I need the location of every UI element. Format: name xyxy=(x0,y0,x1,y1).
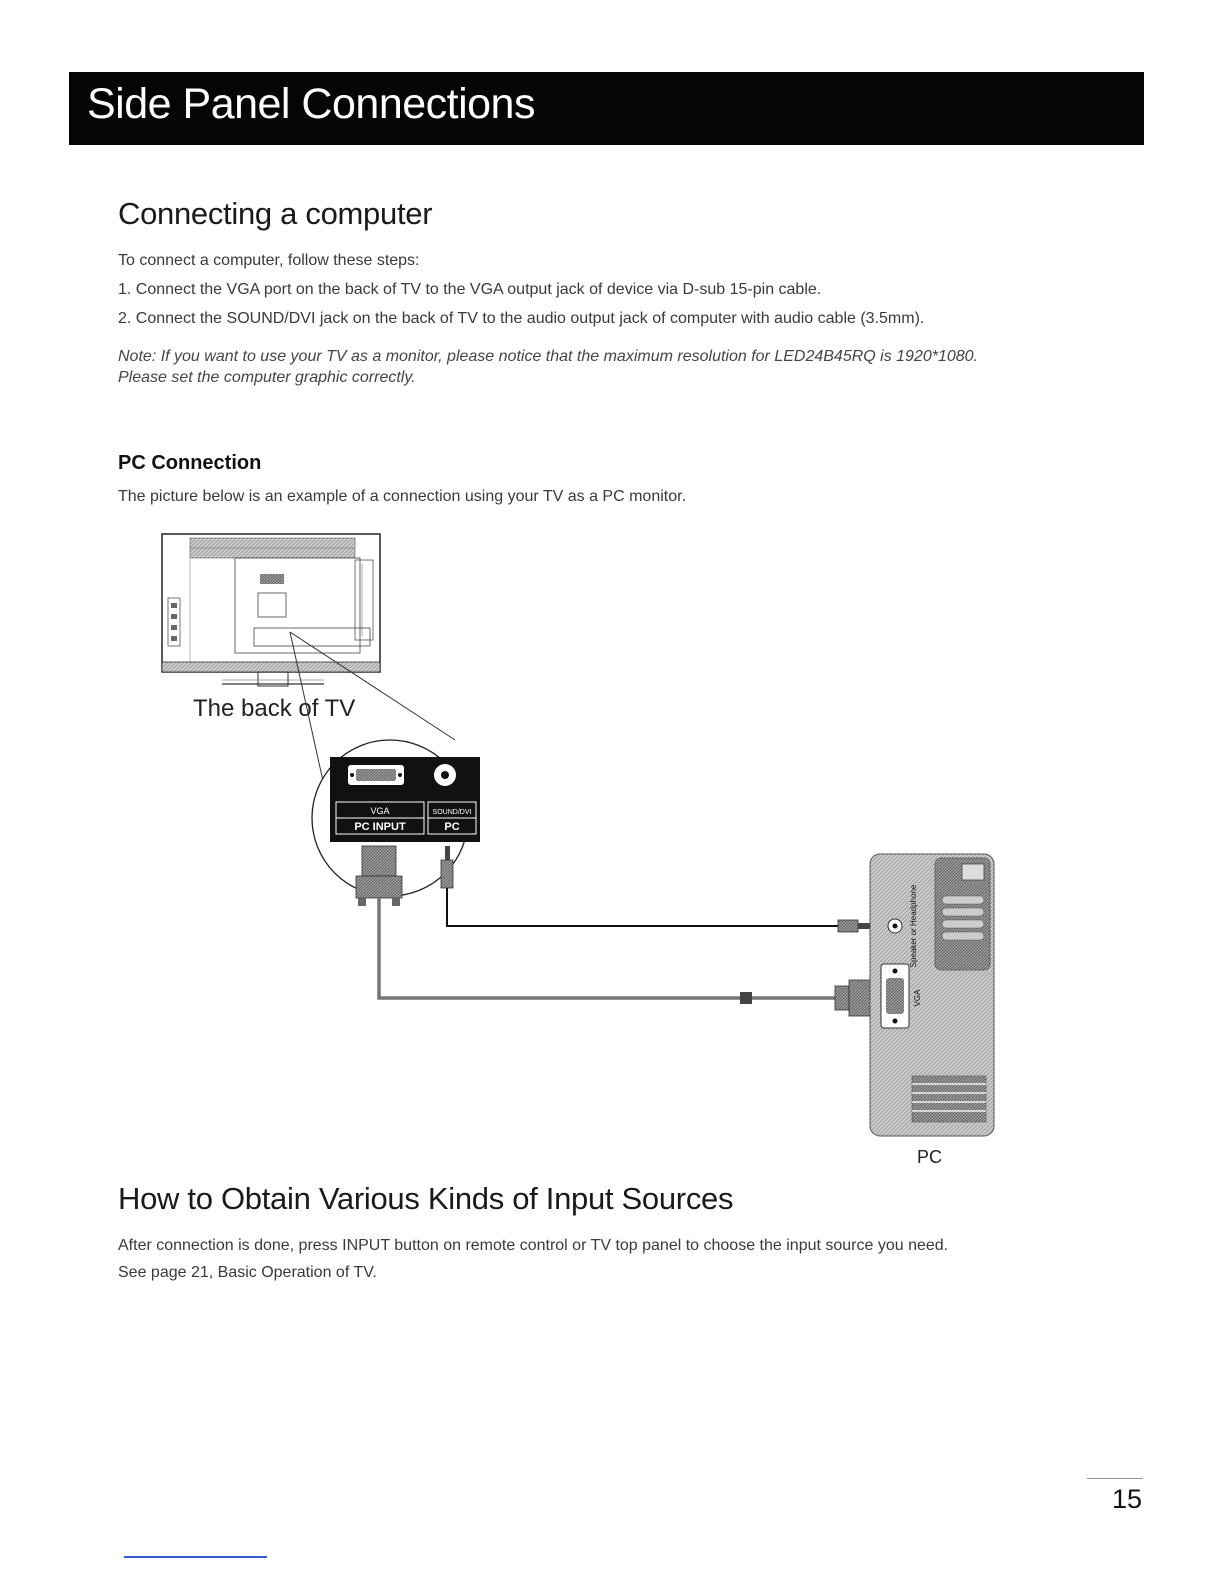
note-line-1: Note: If you want to use your TV as a mo… xyxy=(118,348,979,365)
pc-speaker-port-label: Speaker or Headphone xyxy=(909,884,918,967)
connection-diagram: VGA SOUND/DVI PC INPUT PC Speaker or Hea… xyxy=(161,533,995,1137)
pc-vga-port-label: VGA xyxy=(913,989,922,1007)
vga-cable xyxy=(377,898,740,1000)
section-heading-input-sources: How to Obtain Various Kinds of Input Sou… xyxy=(118,1181,734,1216)
input-sources-text-2: See page 21, Basic Operation of TV. xyxy=(118,1264,377,1281)
page-number-rule xyxy=(1087,1478,1143,1479)
page-number: 15 xyxy=(1111,1484,1142,1514)
back-of-tv-label: The back of TV xyxy=(193,695,356,722)
title-banner: Side Panel Connections xyxy=(69,72,1144,145)
note-line-2: Please set the computer graphic correctl… xyxy=(118,369,416,386)
panel-pc-input-label: PC INPUT xyxy=(354,821,406,833)
step-1: 1. Connect the VGA port on the back of T… xyxy=(118,281,822,298)
step-2: 2. Connect the SOUND/DVI jack on the bac… xyxy=(118,310,925,327)
tv-port-panel: VGA SOUND/DVI PC INPUT PC xyxy=(330,757,480,842)
pc-tower-illustration: Speaker or Headphone VGA xyxy=(869,853,995,1137)
intro-text: To connect a computer, follow these step… xyxy=(118,252,420,269)
pc-connection-description: The picture below is an example of a con… xyxy=(118,488,687,505)
page-title: Side Panel Connections xyxy=(87,80,535,128)
bottom-link-underline xyxy=(124,1556,267,1558)
section-heading-connecting-computer: Connecting a computer xyxy=(118,196,433,231)
panel-pc-label: PC xyxy=(444,821,459,833)
pc-label: PC xyxy=(917,1147,943,1167)
pc-connection-heading: PC Connection xyxy=(118,452,262,474)
input-sources-text-1: After connection is done, press INPUT bu… xyxy=(118,1237,949,1254)
audio-cable xyxy=(446,888,840,927)
tv-back-illustration xyxy=(161,533,381,687)
panel-sound-label: SOUND/DVI xyxy=(433,809,472,816)
panel-vga-label: VGA xyxy=(370,806,389,816)
vga-plug-tv xyxy=(355,845,403,906)
